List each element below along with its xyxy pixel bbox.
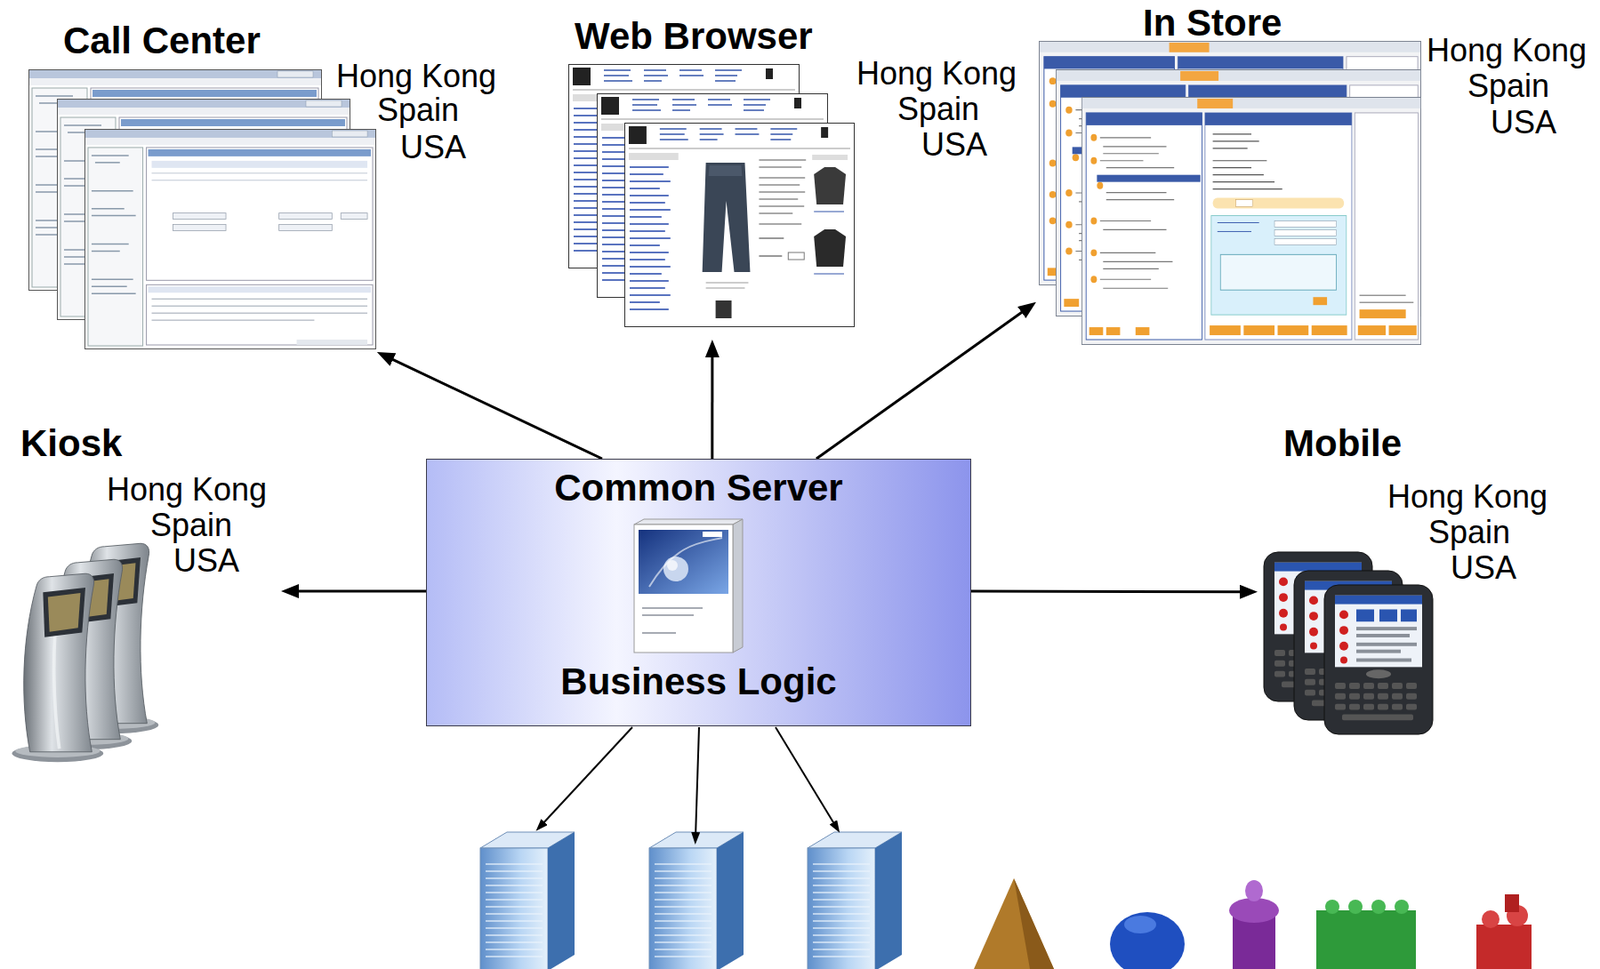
region-label: Spain [897, 90, 980, 128]
region-label: Spain [150, 506, 233, 544]
channel-group: KioskHong KongSpainUSA [3, 418, 282, 765]
region-label: Spain [1467, 67, 1550, 105]
region-label: USA [173, 542, 240, 579]
mobile-devices [1263, 552, 1433, 735]
product-box [634, 519, 743, 653]
region-label: USA [1490, 104, 1557, 141]
connector-arrow [386, 356, 603, 459]
connector-arrow [291, 589, 427, 593]
region-label: USA [1450, 549, 1517, 587]
web-pages [569, 64, 855, 328]
pos-screens [1038, 40, 1421, 345]
databases [480, 832, 902, 969]
db-arrow [775, 727, 837, 828]
region-label: USA [400, 128, 467, 166]
web-page [624, 123, 854, 328]
channel-title: Kiosk [20, 422, 122, 466]
db-arrow [540, 727, 633, 827]
channel-group: Call CenterHong KongSpainUSA [24, 12, 506, 353]
region-label: Spain [1428, 514, 1511, 551]
call-center-screens [29, 70, 377, 350]
database-icon [480, 832, 575, 969]
channel-group: MobileHong KongSpainUSA [1257, 418, 1596, 740]
region-label: Hong Kong [1387, 478, 1548, 515]
database-icon [649, 832, 744, 969]
pos-window [1081, 96, 1421, 345]
connector-arrow [710, 350, 714, 459]
connector-arrow [971, 589, 1247, 594]
channel-title: Web Browser [574, 15, 813, 58]
region-label: Hong Kong [856, 55, 1017, 92]
pda-device [1324, 585, 1433, 735]
database-icon [807, 832, 902, 969]
region-label: Hong Kong [106, 471, 267, 508]
database-arrows [540, 727, 837, 838]
region-label: Spain [377, 91, 459, 129]
kiosk-figure [12, 573, 105, 763]
server-subtitle: Business Logic [426, 660, 971, 704]
server-fill [426, 458, 972, 727]
decor-shapes [973, 878, 1532, 969]
db-arrow [695, 727, 700, 838]
channel-group: In StoreHong KongSpainUSA [1036, 0, 1597, 349]
connector-arrow [816, 308, 1028, 459]
server-title: Common Server [426, 466, 971, 510]
channel-title: In Store [1142, 1, 1282, 45]
region-label: Hong Kong [1426, 32, 1587, 69]
region-label: USA [921, 126, 988, 163]
channel-group: Web BrowserHong KongSpainUSA [564, 7, 1028, 340]
channel-title: Call Center [63, 19, 261, 63]
region-label: Hong Kong [336, 57, 497, 95]
channel-title: Mobile [1283, 422, 1402, 466]
server-box: Common ServerBusiness Logic [426, 458, 972, 727]
kiosks [12, 543, 160, 763]
app-window [84, 128, 376, 349]
